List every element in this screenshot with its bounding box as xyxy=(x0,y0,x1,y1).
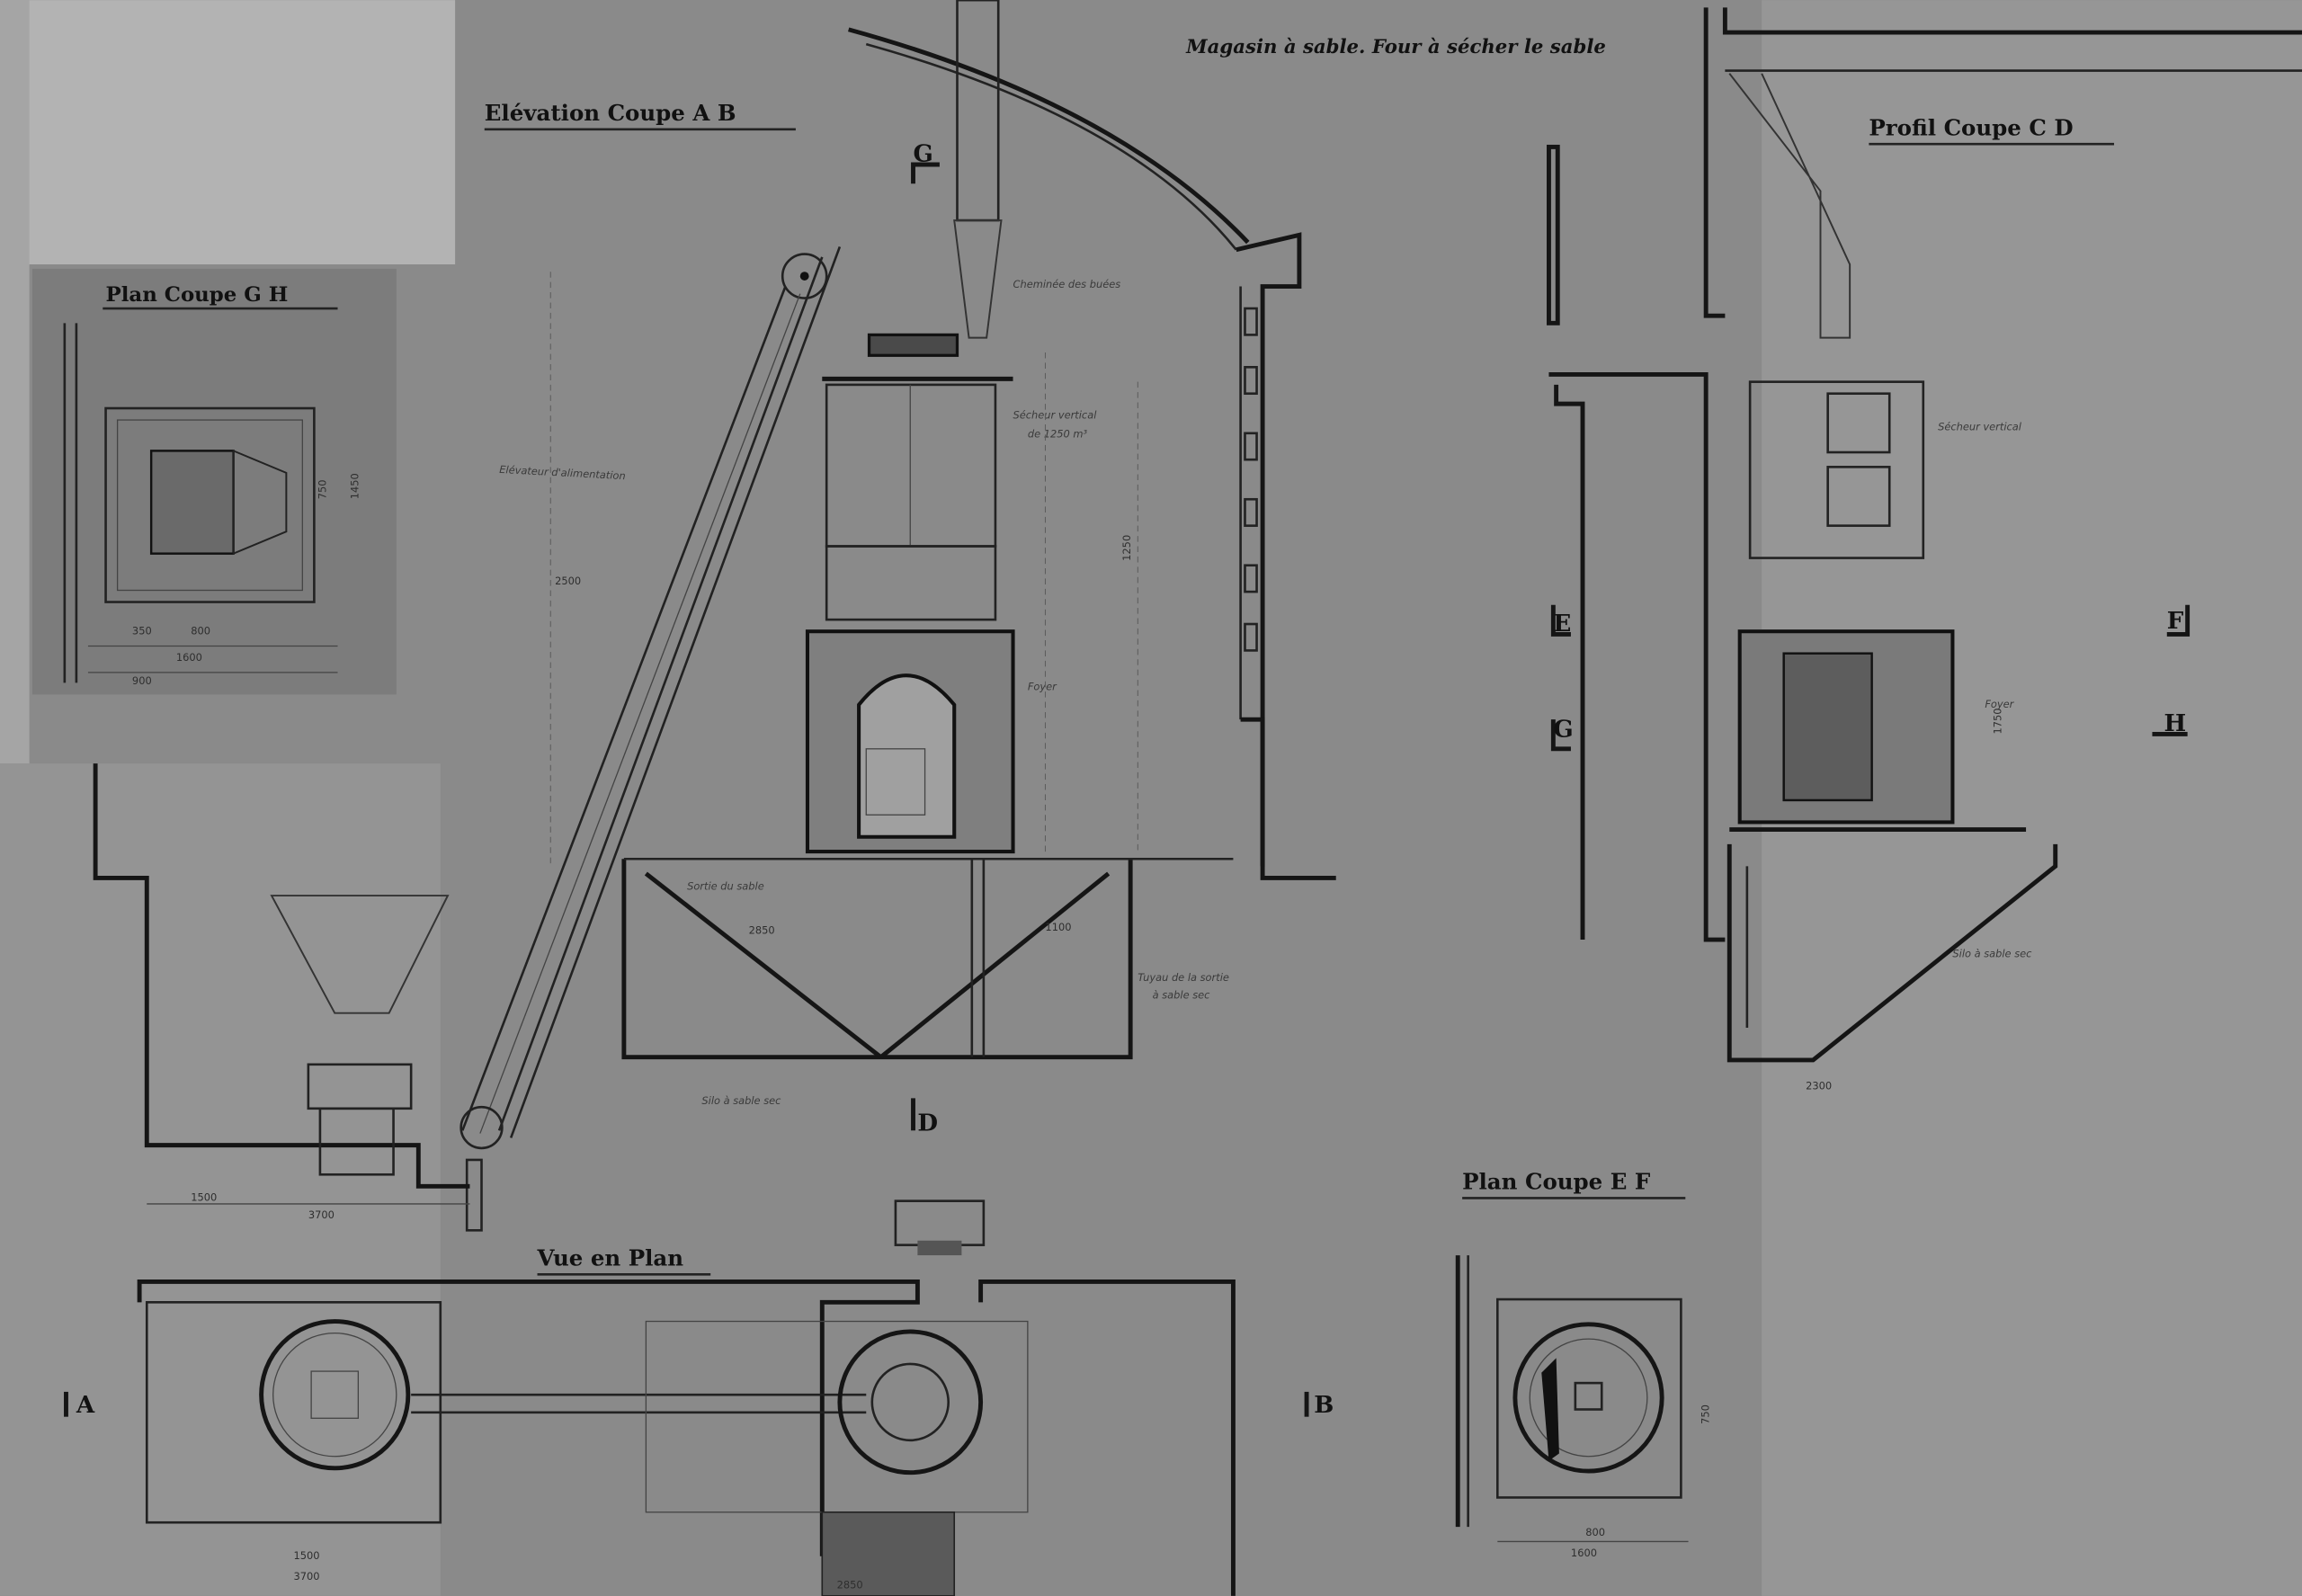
profile-view: Profil Coupe C D Silo à sable sec Sécheu… xyxy=(1547,7,2302,1092)
svg-text:750: 750 xyxy=(1699,1404,1711,1424)
outlet-label: Sortie du sable xyxy=(687,880,764,893)
svg-text:2500: 2500 xyxy=(555,575,581,587)
plan-gh-title: Plan Coupe G H xyxy=(106,283,289,307)
profile-hearth-label: Foyer xyxy=(1985,698,2014,710)
section-letter-c: G xyxy=(914,140,933,168)
svg-text:750: 750 xyxy=(316,479,328,499)
section-letter-g: G xyxy=(1553,716,1573,744)
section-letter-f: F xyxy=(2167,607,2184,635)
light-corner xyxy=(0,0,456,265)
dryer-label-2: de 1250 m³ xyxy=(1028,428,1088,441)
light-strip xyxy=(0,0,30,764)
svg-text:1500: 1500 xyxy=(191,1191,217,1204)
svg-text:3700: 3700 xyxy=(308,1208,335,1221)
section-letter-b: B xyxy=(1314,1391,1334,1419)
profile-dryer-label: Sécheur vertical xyxy=(1938,421,2022,433)
elevation-title: Elévation Coupe A B xyxy=(485,100,736,126)
hearth-label: Foyer xyxy=(1028,681,1057,693)
svg-text:800: 800 xyxy=(191,624,210,637)
silo-label: Silo à sable sec xyxy=(701,1094,781,1107)
dryer-label-1: Sécheur vertical xyxy=(1013,408,1098,421)
svg-text:900: 900 xyxy=(132,674,152,687)
pipe-label-2: à sable sec xyxy=(1153,988,1211,1001)
plan-ef-view: Plan Coupe E F 1600 800 750 xyxy=(1455,1169,1711,1559)
svg-text:1500: 1500 xyxy=(294,1549,320,1562)
elevator-top-pulley xyxy=(781,253,828,299)
profile-title: Profil Coupe C D xyxy=(1869,114,2073,140)
section-letter-a: A xyxy=(76,1391,95,1419)
svg-text:1600: 1600 xyxy=(1571,1547,1597,1559)
svg-text:1450: 1450 xyxy=(348,473,361,499)
svg-text:1600: 1600 xyxy=(176,651,202,664)
lower-left-paper xyxy=(0,763,441,1596)
svg-text:2300: 2300 xyxy=(1806,1080,1832,1092)
svg-text:1750: 1750 xyxy=(1991,708,2003,734)
plan-gh-inset: Plan Coupe G H 350 800 1600 900 750 1450 xyxy=(31,268,397,695)
plan-view-title: Vue en Plan xyxy=(537,1245,684,1271)
profile-silo-label: Silo à sable sec xyxy=(1952,948,2032,960)
plan-view: Vue en Plan 3700 1500 2850 A B xyxy=(64,1199,1334,1596)
section-letter-e: E xyxy=(1553,610,1571,638)
section-letter-d: D xyxy=(917,1109,938,1137)
plan-hopper-circle xyxy=(259,1319,411,1471)
elevation-view: Elévation Coupe A B Cheminée des buées S… xyxy=(93,0,1336,1232)
pipe-label-1: Tuyau de la sortie xyxy=(1138,971,1229,984)
svg-text:800: 800 xyxy=(1585,1526,1605,1538)
svg-text:350: 350 xyxy=(132,624,152,637)
chimney-label: Cheminée des buées xyxy=(1013,278,1121,290)
wall-openings xyxy=(1244,307,1258,652)
svg-text:1250: 1250 xyxy=(1120,535,1133,561)
sheet-title: Magasin à sable. Four à sécher le sable xyxy=(1185,36,1606,58)
plan-dryer-circle xyxy=(837,1329,984,1476)
svg-text:2850: 2850 xyxy=(837,1579,863,1592)
section-letter-h: H xyxy=(2164,709,2187,737)
plan-ef-title: Plan Coupe E F xyxy=(1462,1169,1651,1195)
svg-text:1100: 1100 xyxy=(1045,921,1071,933)
elevator-bottom-pulley xyxy=(460,1105,504,1150)
svg-text:3700: 3700 xyxy=(294,1570,320,1583)
svg-text:2850: 2850 xyxy=(749,924,775,937)
